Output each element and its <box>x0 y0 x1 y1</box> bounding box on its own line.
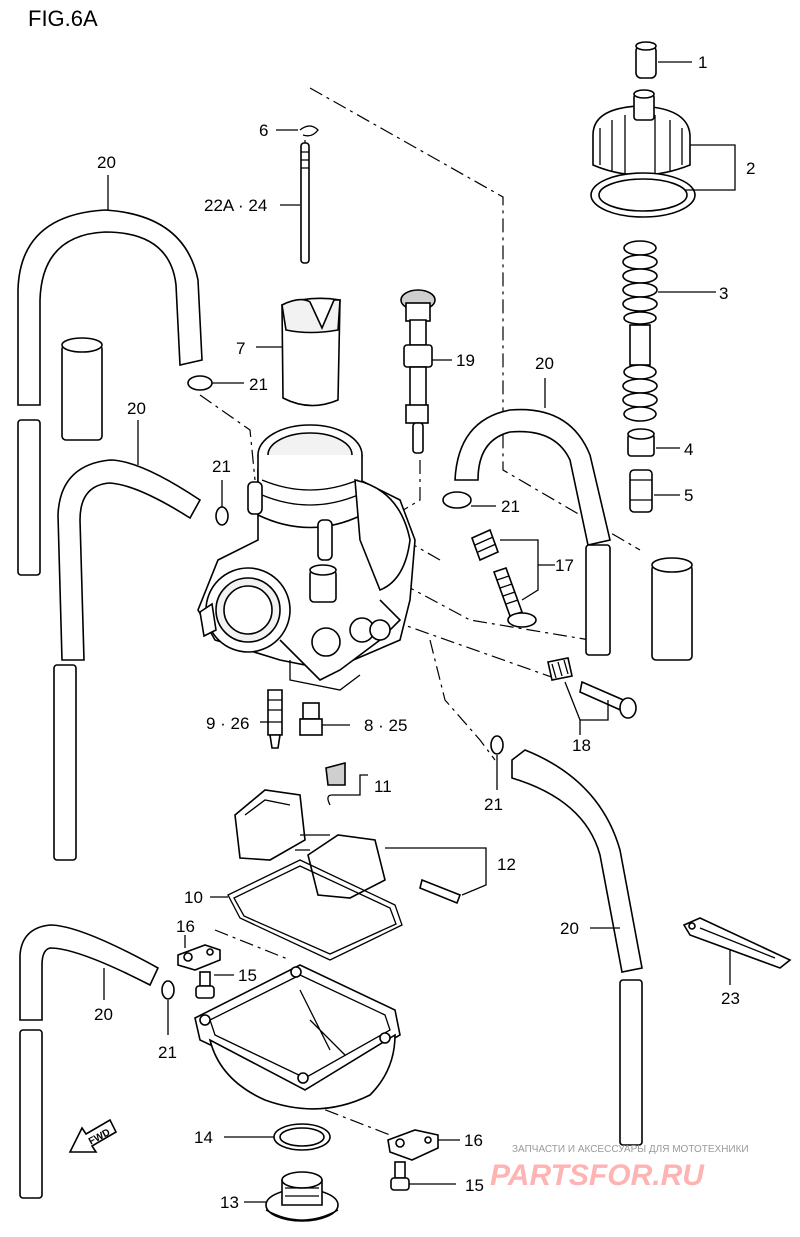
part-18-idle-screw <box>547 657 637 735</box>
label-16-top: 16 <box>176 917 195 936</box>
label-23: 23 <box>721 989 740 1008</box>
label-21-c: 21 <box>501 497 520 516</box>
label-7: 7 <box>236 339 245 358</box>
label-16-bottom: 16 <box>464 1131 483 1150</box>
label-1: 1 <box>698 53 707 72</box>
cylinder-left <box>61 337 103 441</box>
label-15-bottom: 15 <box>465 1176 484 1195</box>
label-12: 12 <box>497 855 516 874</box>
part-19-screw <box>400 289 452 454</box>
hose-right-upper <box>454 378 611 656</box>
label-8-25: 8 · 25 <box>364 716 407 735</box>
part-14-o-ring <box>224 1123 331 1151</box>
part-17-air-screw <box>470 528 555 628</box>
hose-bottom-left <box>19 924 160 1199</box>
label-14: 14 <box>194 1128 213 1147</box>
part-6-clip <box>276 125 319 137</box>
label-4: 4 <box>684 440 693 459</box>
part-13-plug <box>244 1171 339 1222</box>
label-17: 17 <box>555 556 574 575</box>
part-15-screw-bottom <box>390 1161 456 1191</box>
clamp-21-a <box>187 375 244 391</box>
label-20-b: 20 <box>127 399 146 418</box>
part-4-nut <box>627 428 680 457</box>
watermark-tagline: ЗАПЧАСТИ И АКСЕССУАРЫ ДЛЯ МОТОТЕХНИКИ <box>512 1144 749 1155</box>
label-20-d: 20 <box>560 919 579 938</box>
figure-title: FIG.6A <box>28 6 98 31</box>
label-3: 3 <box>719 284 728 303</box>
clamp-21-b <box>215 480 229 526</box>
part-1-cap <box>635 41 692 79</box>
float-bowl <box>194 964 401 1110</box>
label-18: 18 <box>572 736 591 755</box>
label-22a-24: 22A · 24 <box>204 196 267 215</box>
part-23-plate <box>682 917 792 985</box>
callout-labels: 1 2 3 4 5 6 7 8 · 25 9 · 26 10 11 12 13 … <box>94 53 755 1212</box>
label-11: 11 <box>374 777 392 796</box>
clamp-21-e <box>161 980 175 1035</box>
label-6: 6 <box>259 121 268 140</box>
label-19: 19 <box>456 351 475 370</box>
clamp-21-c <box>442 491 496 509</box>
label-5: 5 <box>684 486 693 505</box>
label-15-top: 15 <box>238 966 257 985</box>
label-20-e: 20 <box>94 1005 113 1024</box>
fwd-label: FWD <box>87 1127 112 1147</box>
label-20-a: 20 <box>97 153 116 172</box>
hose-top-left <box>17 175 203 576</box>
label-20-c: 20 <box>535 354 554 373</box>
part-3-spring <box>622 240 716 422</box>
fwd-arrow-icon: FWD <box>68 1118 118 1153</box>
part-22a-needle <box>280 142 310 264</box>
watermark-brand: PARTSFOR.RU <box>490 1159 705 1192</box>
cylinder-right <box>651 557 693 661</box>
clamp-21-d <box>490 735 504 790</box>
label-13: 13 <box>220 1193 239 1212</box>
part-12-float <box>234 789 487 905</box>
label-10: 10 <box>184 888 203 907</box>
part-8-main-jet <box>299 702 350 736</box>
part-5-holder <box>629 469 680 513</box>
label-21-d: 21 <box>484 795 503 814</box>
part-9-pilot-jet <box>260 689 283 749</box>
carburetor-body <box>197 424 416 691</box>
part-11-float-needle <box>325 761 368 806</box>
hose-mid-left <box>53 420 202 861</box>
hose-right-lower <box>511 749 643 1146</box>
label-21-a: 21 <box>249 375 268 394</box>
part-16-plate-bottom <box>387 1129 460 1161</box>
part-2-top-cap <box>590 89 736 218</box>
label-2: 2 <box>746 159 755 178</box>
part-7-throttle-valve <box>256 297 341 407</box>
label-21-e: 21 <box>158 1043 177 1062</box>
part-10-gasket <box>210 859 403 961</box>
part-16-plate-top <box>177 935 221 971</box>
label-21-b: 21 <box>212 457 231 476</box>
label-9-26: 9 · 26 <box>206 714 249 733</box>
part-15-screw-top <box>195 971 234 999</box>
watermark: ЗАПЧАСТИ И АКСЕССУАРЫ ДЛЯ МОТОТЕХНИКИ PA… <box>490 1144 749 1192</box>
